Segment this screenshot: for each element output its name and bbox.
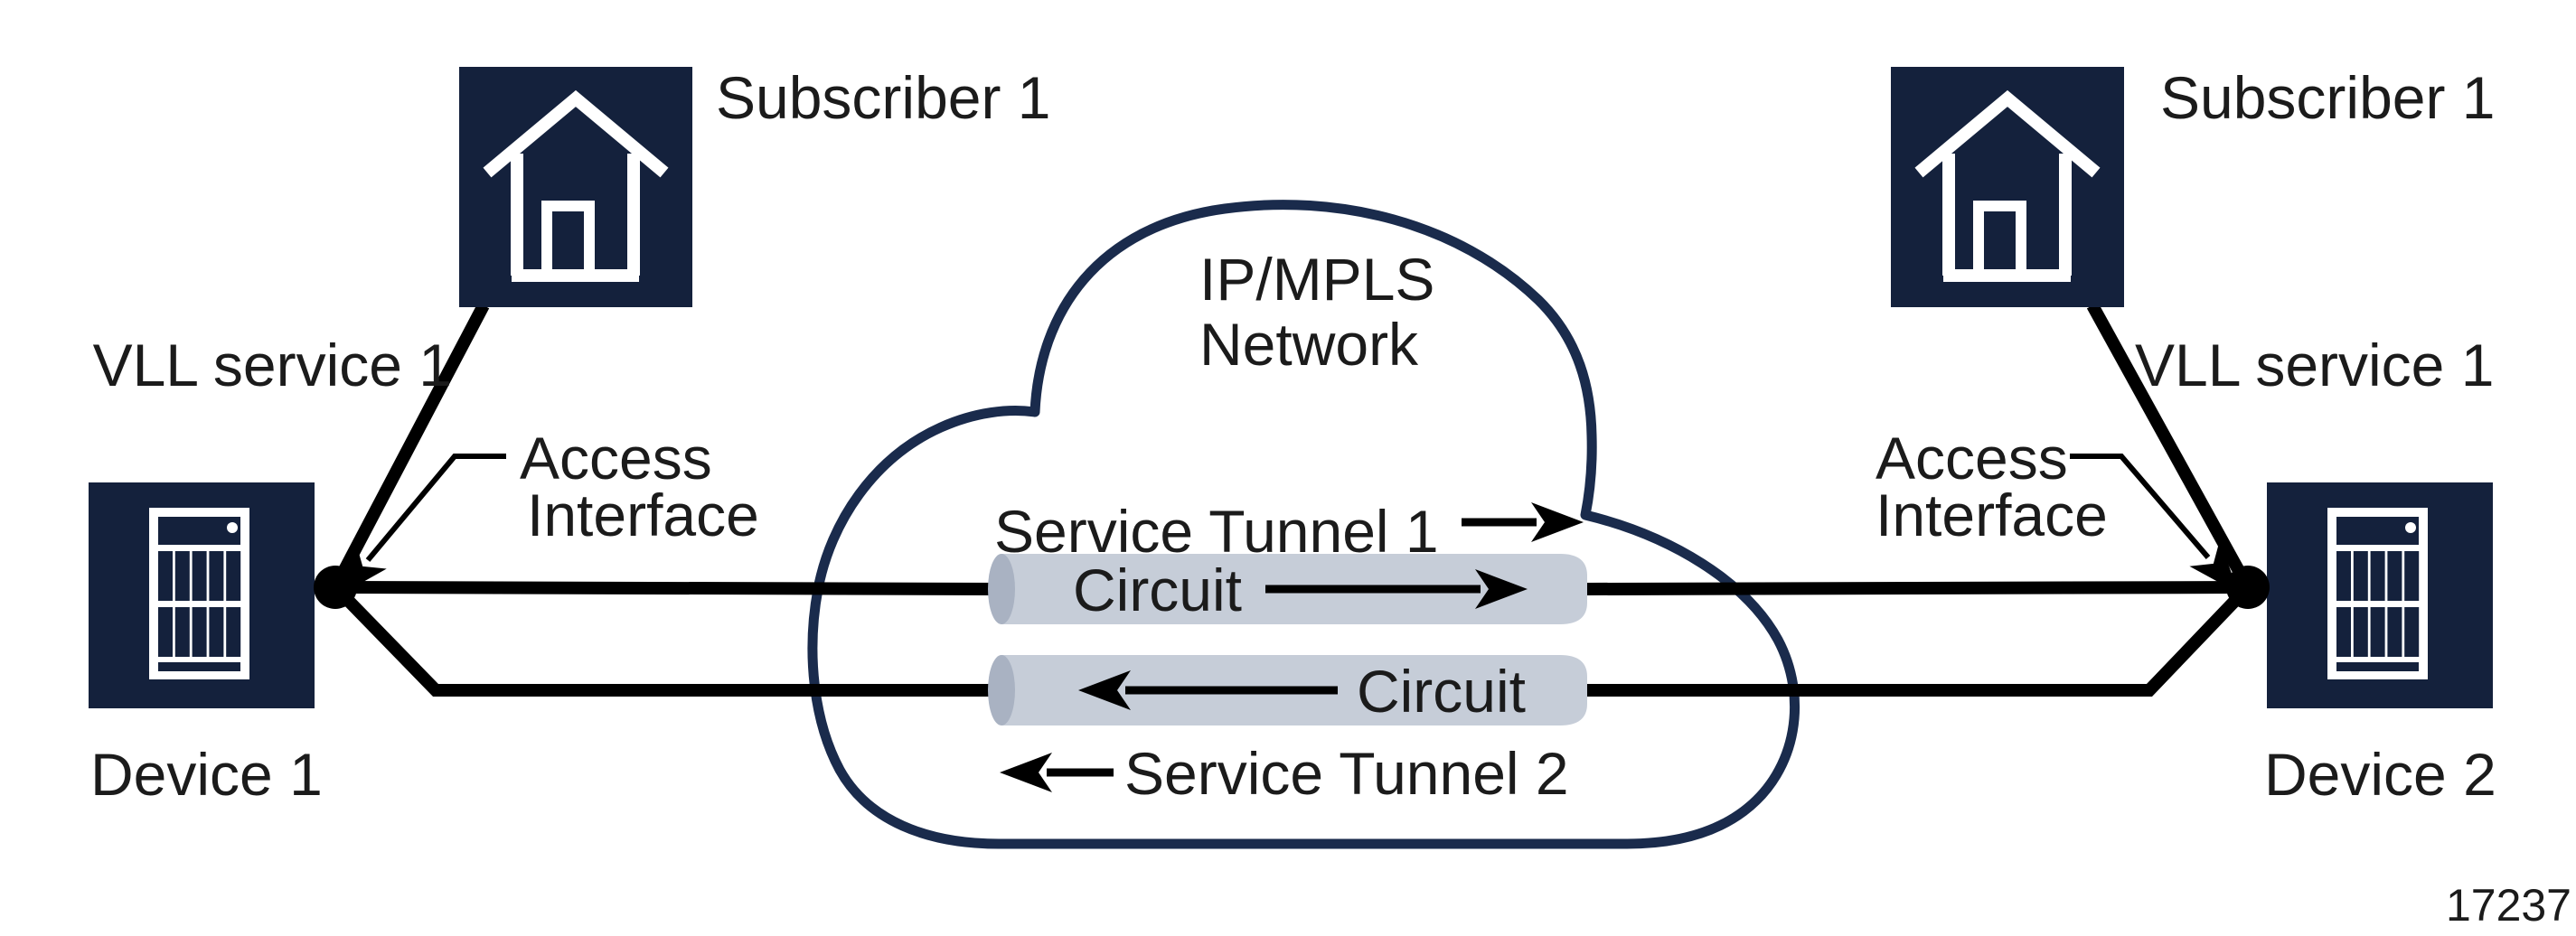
connection-lines [329, 302, 2254, 697]
subscriber-house-left [459, 67, 692, 307]
house-icon [1914, 89, 2101, 282]
tunnel1-cap-icon [988, 554, 1015, 624]
tunnel-labels: Service Tunnel 1 Service Tunnel 2 [994, 498, 1584, 807]
subscriber-house-right [1891, 67, 2124, 307]
tunnel2-cap-icon [988, 655, 1015, 725]
access-interface-label-line1-left: Access [520, 425, 712, 491]
vll-service-label-right: VLL service 1 [2135, 332, 2494, 398]
access-interface-callout-right: Access Interface [1876, 425, 2239, 594]
service-tunnel-1-pipe: Circuit [988, 554, 1587, 624]
vll-service-label-left: VLL service 1 [93, 332, 452, 398]
tunnel1-circuit-label: Circuit [1073, 557, 1242, 623]
vll-line-right [2086, 302, 2254, 591]
leader-line-icon [2070, 454, 2239, 594]
router-chassis-icon [149, 508, 249, 679]
service-tunnel-1-label: Service Tunnel 1 [994, 498, 1439, 565]
service-tunnel-2-label: Service Tunnel 2 [1124, 740, 1569, 807]
access-interface-callout-left: Access Interface [337, 425, 759, 596]
tunnel2-circuit-label: Circuit [1357, 658, 1526, 725]
subscriber-label-right: Subscriber 1 [2160, 64, 2496, 131]
device-right [2267, 482, 2493, 708]
device-label-left: Device 1 [90, 741, 323, 808]
router-chassis-icon [2327, 508, 2428, 679]
access-interface-label-line2-left: Interface [527, 482, 759, 548]
access-interface-dot-left [314, 566, 357, 609]
leader-line-icon [337, 454, 506, 596]
house-icon [483, 89, 669, 282]
circuit-path-top-left [334, 581, 1002, 595]
access-interface-label-line1-right: Access [1876, 425, 2068, 491]
circuit-path-bottom-right [1587, 583, 2253, 697]
figure-number: 17237 [2446, 880, 2571, 931]
cloud-title-line2: Network [1199, 311, 1419, 378]
device-left [89, 482, 315, 708]
access-interface-dot-right [2226, 566, 2270, 609]
device-label-right: Device 2 [2264, 741, 2496, 808]
subscriber-label-left: Subscriber 1 [716, 64, 1051, 131]
vll-line-left [329, 302, 490, 591]
circuit-path-bottom-left [330, 583, 1001, 697]
service-tunnel-2-pipe: Circuit [988, 655, 1587, 725]
cloud-title-line1: IP/MPLS [1199, 246, 1434, 313]
circuit-path-top-right [1586, 581, 2249, 595]
access-interface-label-line2-right: Interface [1876, 482, 2108, 548]
